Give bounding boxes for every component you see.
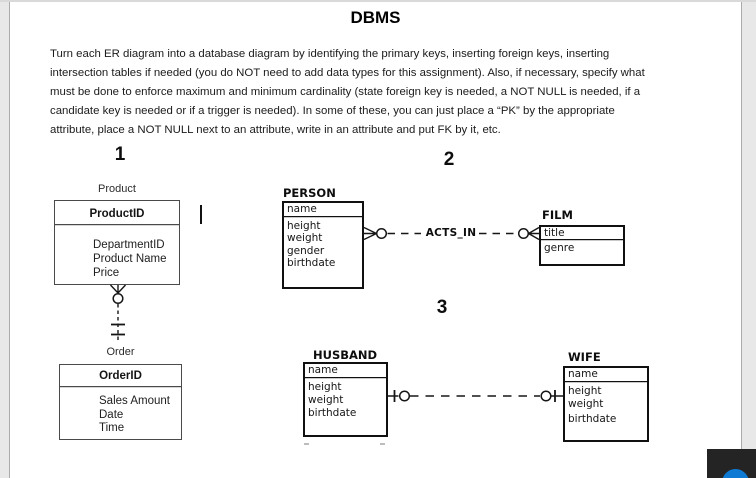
connector-husband-wife: [388, 390, 563, 402]
attribute: weight: [287, 232, 323, 245]
attribute-list: DepartmentID Product Name Price: [55, 225, 179, 280]
attribute: birthdate: [287, 257, 336, 270]
entity-title-person: PERSON: [283, 186, 336, 200]
text-cursor[interactable]: [200, 205, 202, 224]
stray-mark: [380, 443, 385, 445]
attribute: height: [568, 385, 602, 397]
primary-key-field: title: [541, 227, 623, 240]
instructions-line: must be done to enforce maximum and mini…: [50, 86, 641, 98]
optional-circle-icon: [375, 227, 388, 240]
attribute: birthdate: [308, 406, 357, 419]
entity-title-product: Product: [98, 183, 136, 195]
entity-title-husband: HUSBAND: [313, 348, 378, 362]
entity-husband: name height weight birthdate: [303, 362, 388, 437]
attribute-list: height weight birthdate: [305, 378, 386, 420]
attribute-list: height weight birthdate: [565, 382, 647, 426]
attribute: genre: [544, 242, 575, 254]
diagram-2-number: 2: [443, 149, 455, 170]
primary-key-field: ProductID: [55, 201, 179, 225]
attribute: Date: [99, 408, 124, 421]
entity-person: name height weight gender birthdate: [282, 201, 364, 289]
crow-foot-many-icon: [528, 226, 540, 241]
primary-key-field: OrderID: [60, 365, 181, 387]
crow-foot-many-icon: [109, 284, 127, 294]
entity-order: OrderID Sales Amount Date Time: [59, 364, 182, 440]
optional-circle-icon: [540, 390, 552, 402]
entity-title-order: Order: [106, 346, 135, 358]
instructions-line: attribute, place a NOT NULL next to an a…: [50, 124, 501, 136]
page-title: DBMS: [350, 8, 401, 27]
attribute: DepartmentID: [93, 239, 165, 251]
attribute: Sales Amount: [99, 395, 170, 407]
attribute-list: genre: [541, 240, 623, 254]
attribute: Time: [99, 422, 125, 435]
attribute: weight: [568, 397, 604, 410]
instructions-line: intersection tables if needed (you do NO…: [50, 67, 645, 79]
stray-mark: [304, 443, 309, 445]
entity-wife: name height weight birthdate: [563, 366, 649, 442]
entity-title-film: FILM: [542, 208, 573, 222]
attribute: height: [308, 381, 342, 393]
attribute: gender: [287, 244, 325, 257]
attribute: Price: [93, 267, 120, 279]
relationship-label-acts-in: ACTS_IN: [425, 227, 477, 239]
connector-product-order: [109, 284, 127, 340]
diagram-3-number: 3: [436, 297, 448, 318]
entity-film: title genre: [539, 225, 625, 266]
right-margin-gutter: [741, 2, 756, 478]
attribute: Product Name: [93, 253, 167, 265]
left-margin-gutter: [0, 2, 10, 478]
instructions-line: Turn each ER diagram into a database dia…: [50, 48, 610, 60]
optional-circle-icon: [398, 390, 411, 402]
diagram-1-number: 1: [114, 144, 126, 165]
instructions-paragraph: Turn each ER diagram into a database dia…: [50, 45, 710, 140]
primary-key-field: name: [284, 203, 362, 217]
optional-circle-icon: [517, 227, 530, 240]
attribute: height: [287, 220, 321, 232]
floating-widget: [707, 449, 756, 478]
optional-circle-icon: [112, 292, 124, 305]
attribute: weight: [308, 393, 344, 406]
attribute-list: height weight gender birthdate: [284, 217, 362, 270]
crow-foot-many-icon: [363, 226, 377, 241]
widget-button[interactable]: [722, 469, 749, 478]
entity-title-wife: WIFE: [568, 350, 601, 364]
attribute-list: Sales Amount Date Time: [60, 387, 181, 436]
attribute: birthdate: [568, 413, 617, 426]
instructions-line: candidate key is needed or if a trigger …: [50, 105, 615, 117]
primary-key-field: name: [305, 364, 386, 378]
entity-product: ProductID DepartmentID Product Name Pric…: [54, 200, 180, 285]
primary-key-field: name: [565, 368, 647, 382]
